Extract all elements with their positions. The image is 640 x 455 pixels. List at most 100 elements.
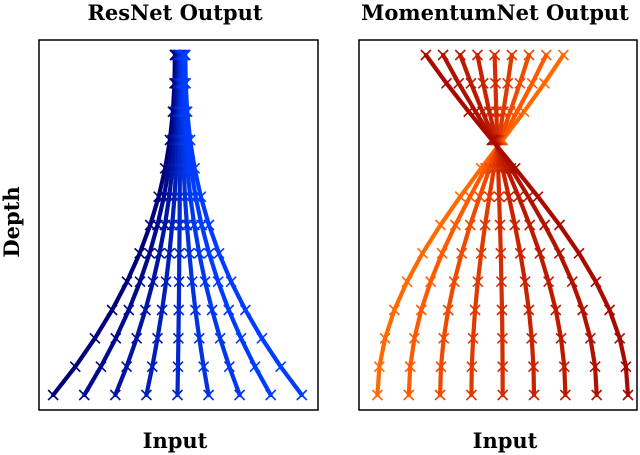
momentumnet-step-marker [509,219,521,231]
momentumnet-step-marker [550,304,562,316]
momentumnet-step-marker [489,49,501,61]
momentumnet-step-marker [454,49,466,61]
momentumnet-step-marker [475,247,487,259]
resnet-step-marker [235,332,247,344]
resnet-step-marker [139,304,151,316]
momentumnet-step-marker [403,389,415,401]
momentumnet-axes-frame [358,39,638,411]
momentumnet-step-marker [388,304,400,316]
momentumnet-step-marker [523,49,535,61]
momentumnet-step-marker [416,247,429,259]
momentumnet-step-marker [434,389,446,401]
resnet-step-marker [186,276,198,288]
momentumnet-step-marker [538,77,551,89]
momentumnet-step-marker [573,247,585,259]
momentumnet-step-marker [559,389,571,401]
momentumnet-step-marker [527,361,540,373]
momentumnet-step-marker [437,49,449,61]
resnet-step-marker [172,361,184,373]
momentumnet-step-marker [519,276,531,288]
resnet-trajectory-line [82,52,179,398]
momentumnet-step-marker [477,77,489,89]
resnet-plot [47,49,308,401]
momentumnet-step-marker [438,332,450,344]
resnet-step-marker [163,247,175,259]
resnet-step-marker [239,304,251,316]
momentumnet-step-marker [486,134,498,146]
momentumnet-step-marker [471,49,484,61]
momentumnet-step-marker [466,361,478,373]
resnet-step-marker [203,389,215,401]
resnet-step-marker [193,332,205,344]
momentumnet-step-marker [566,276,578,288]
momentumnet-step-marker [415,304,427,316]
resnet-step-marker [203,247,215,259]
resnet-step-marker [212,276,224,288]
resnet-step-marker [179,49,191,61]
momentumnet-step-marker [534,247,546,259]
momentumnet-step-marker [506,49,518,61]
momentumnet-step-marker [442,304,454,316]
momentumnet-step-marker [463,106,475,118]
momentumnet-step-marker [614,332,626,344]
momentumnet-step-marker [502,77,514,89]
momentumnet-step-marker [526,77,538,89]
momentumnet-step-marker [590,276,602,288]
momentumnet-step-marker [436,247,448,259]
resnet-step-marker [193,247,205,259]
momentumnet-step-marker [469,304,481,316]
momentumnet-step-marker [524,219,536,231]
resnet-trajectory-line [113,52,180,398]
resnet-step-marker [189,304,201,316]
resnet-step-marker [146,361,158,373]
resnet-ylabel: Depth [0,186,24,257]
resnet-step-marker [256,332,268,344]
resnet-step-marker [140,389,152,401]
momentumnet-step-marker [379,332,391,344]
momentumnet-step-marker [456,247,468,259]
resnet-step-marker [180,77,192,89]
resnet-step-marker [78,389,90,401]
momentumnet-step-marker [526,332,538,344]
resnet-step-marker [249,361,261,373]
momentumnet-step-marker [454,191,466,203]
momentumnet-step-marker [465,389,477,401]
momentumnet-step-marker [474,191,486,203]
momentumnet-step-marker [622,389,634,401]
momentumnet-step-marker [404,361,416,373]
resnet-step-marker [95,361,107,373]
resnet-step-marker [109,389,121,401]
resnet-step-marker [153,247,166,259]
resnet-step-marker [173,304,185,316]
momentumnet-step-marker [373,361,385,373]
momentumnet-step-marker [522,191,534,203]
resnet-step-marker [89,332,101,344]
momentumnet-plot [371,49,634,401]
momentumnet-step-marker [434,219,447,231]
resnet-step-marker [171,389,184,401]
momentumnet-step-marker [472,276,484,288]
momentumnet-step-marker [467,332,479,344]
momentumnet-step-marker [523,304,535,316]
resnet-step-marker [121,276,133,288]
momentumnet-trajectory-line [469,52,514,398]
momentumnet-step-marker [465,77,477,89]
resnet-step-marker [213,247,225,259]
resnet-step-marker [199,276,211,288]
momentumnet-step-marker [493,191,505,203]
momentumnet-step-marker [589,361,601,373]
momentumnet-step-marker [584,332,596,344]
resnet-step-marker [195,191,207,203]
momentumnet-step-marker [497,389,509,401]
resnet-step-marker [275,361,287,373]
resnet-trajectory-line [181,52,273,398]
momentumnet-step-marker [555,332,567,344]
resnet-step-marker [198,361,210,373]
resnet-step-marker [183,247,195,259]
momentumnet-step-marker [496,304,508,316]
momentumnet-step-marker [448,276,460,288]
resnet-step-marker [151,332,164,344]
momentumnet-step-marker [464,219,476,231]
momentumnet-step-marker [449,219,461,231]
